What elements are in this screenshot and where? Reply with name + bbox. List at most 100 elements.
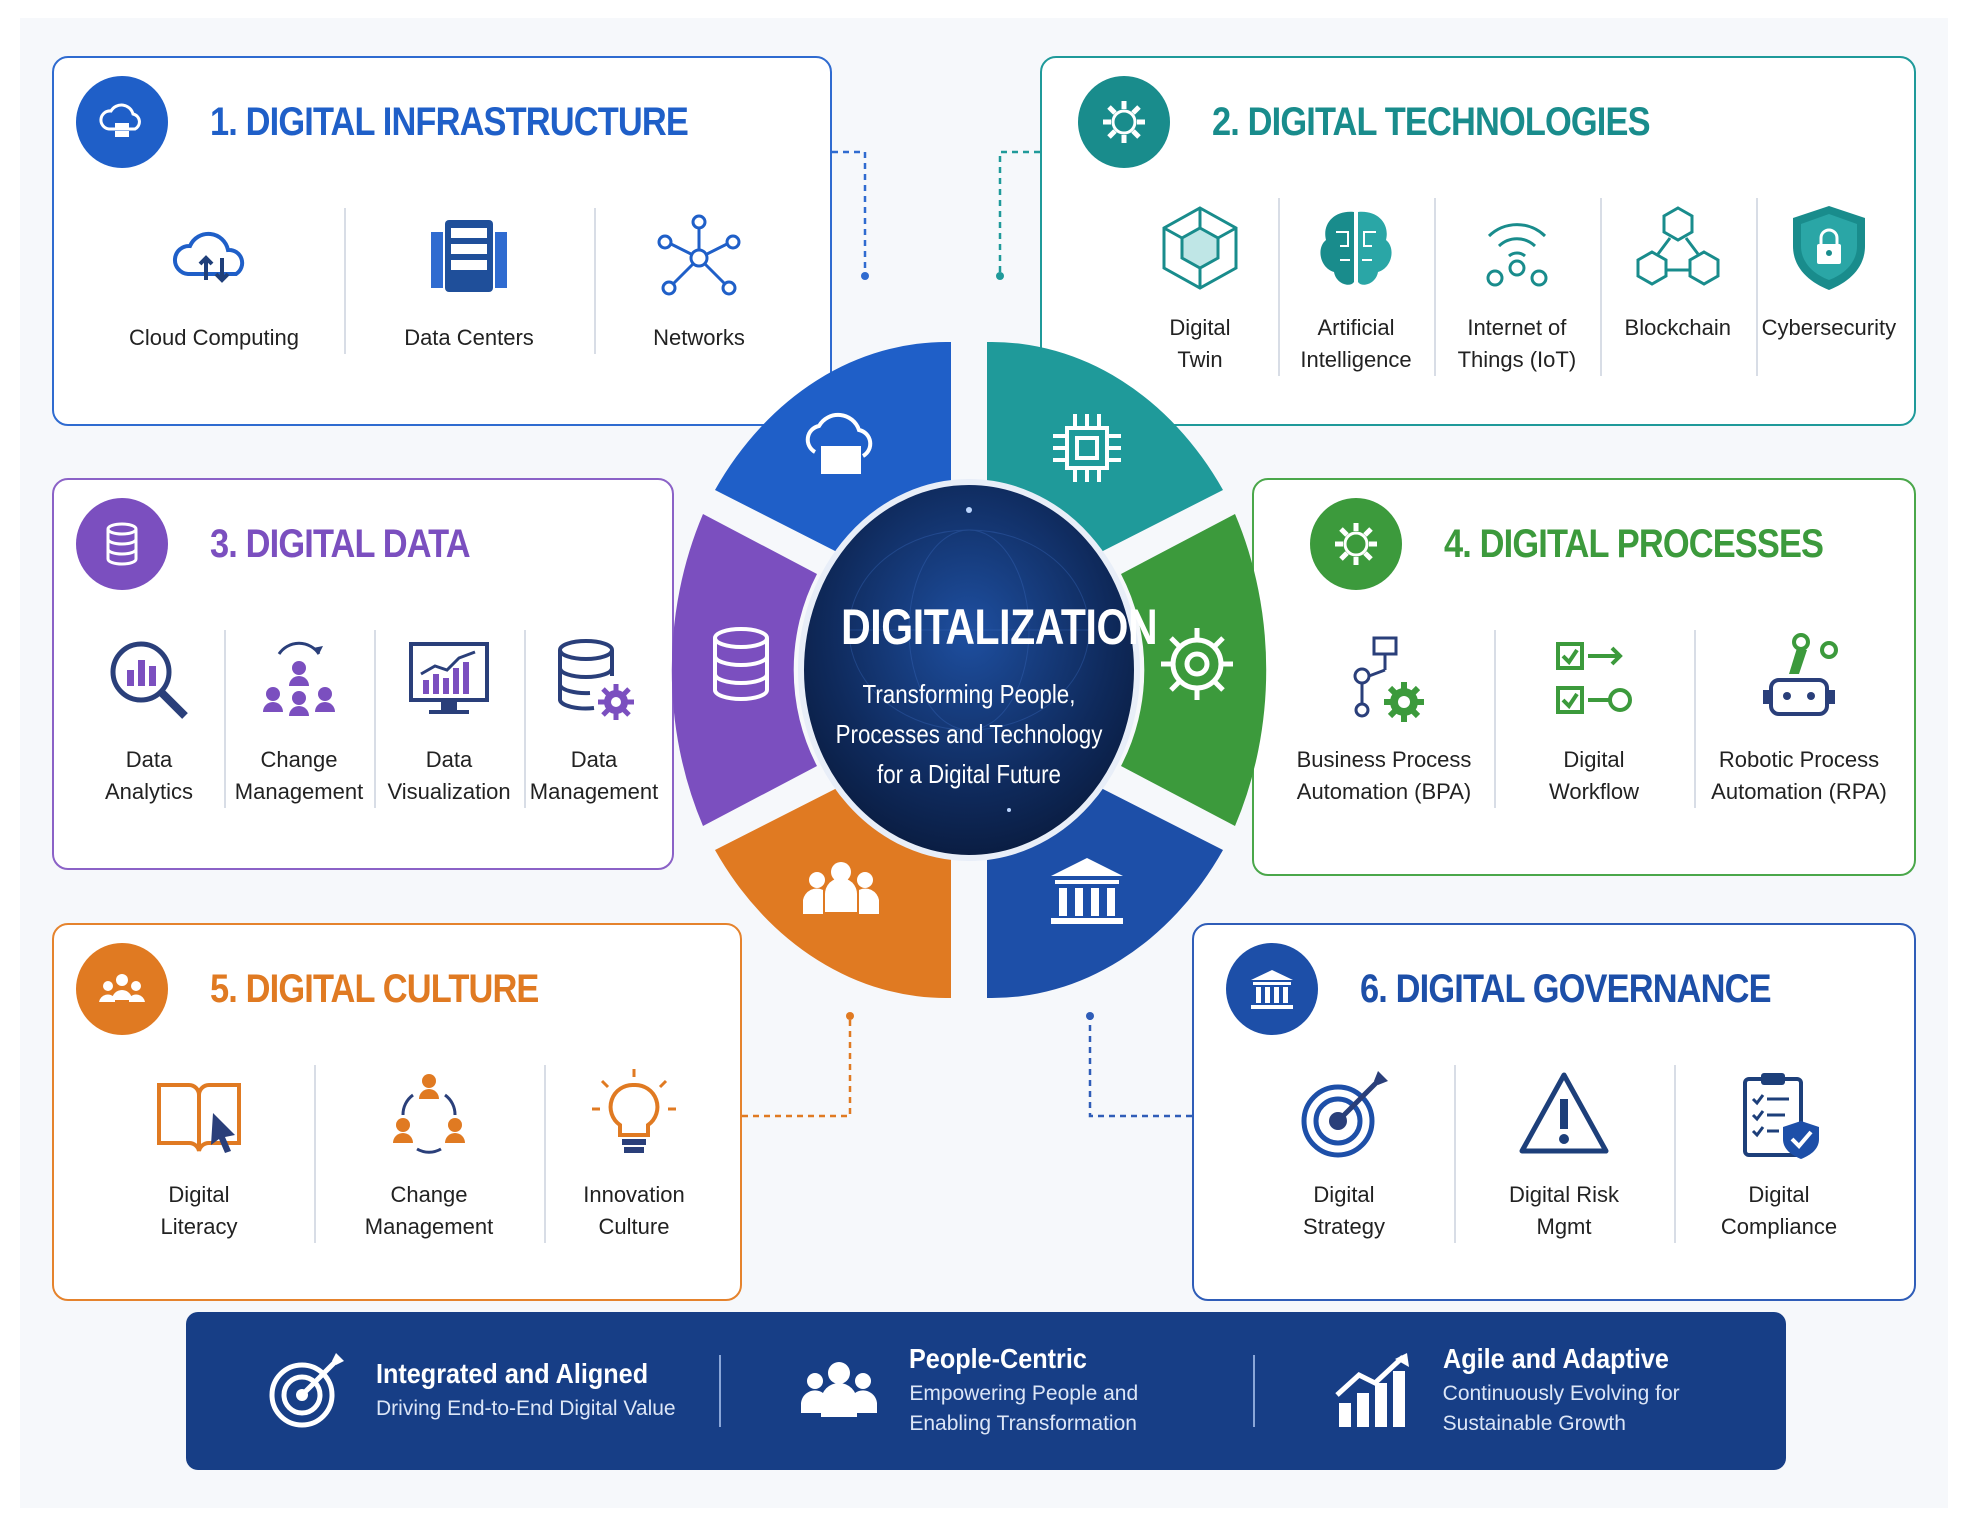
principle-people-centric: People-Centric Empowering People and Ena… <box>719 1343 1252 1439</box>
item-change-management: Change Management <box>224 630 374 808</box>
item-label: Cloud Computing <box>129 325 299 350</box>
iot-wifi-icon <box>1486 223 1548 287</box>
panel-title-governance: 6. DIGITAL GOVERNANCE <box>1360 966 1772 1011</box>
panel-digital-culture: 5. DIGITAL CULTURE Digital Literacy Chan… <box>52 923 742 1301</box>
item-label: Digital Twin <box>1169 315 1231 372</box>
growth-chart-icon <box>1334 1353 1409 1427</box>
item-label: Digital Workflow <box>1548 747 1640 804</box>
item-cloud-computing: Cloud Computing <box>84 208 344 354</box>
principle-agile: Agile and Adaptive Continuously Evolving… <box>1252 1343 1786 1439</box>
panel-title-culture: 5. DIGITAL CULTURE <box>210 966 539 1011</box>
center-text: DIGITALIZATION Transforming People, Proc… <box>813 598 1158 794</box>
item-innovation-culture: Innovation Culture <box>544 1065 724 1243</box>
warning-triangle-icon <box>1519 1072 1609 1154</box>
magnifier-chart-icon <box>110 641 188 719</box>
item-networks: Networks <box>594 208 804 354</box>
item-label: Internet of Things (IoT) <box>1457 315 1577 372</box>
item-digital-literacy: Digital Literacy <box>84 1065 314 1243</box>
government-building-icon <box>1226 943 1318 1035</box>
footer-principles-bar: Integrated and Aligned Driving End-to-En… <box>186 1312 1786 1470</box>
book-cursor-icon <box>157 1083 241 1153</box>
people-icon <box>801 1362 878 1417</box>
chip-icon <box>1053 414 1121 482</box>
network-nodes-icon <box>657 214 741 296</box>
panel-title-technologies: 2. DIGITAL TECHNOLOGIES <box>1212 99 1651 144</box>
team-icon <box>76 943 168 1035</box>
lightbulb-icon <box>592 1069 676 1153</box>
item-blockchain: Blockchain <box>1599 198 1756 376</box>
item-label: Change Management <box>234 747 364 804</box>
workflow-checklist-icon <box>1556 642 1632 714</box>
principle-subtitle: Continuously Evolving for Sustainable Gr… <box>1442 1382 1680 1435</box>
principle-subtitle: Empowering People and Enabling Transform… <box>909 1382 1139 1435</box>
target-arrow-icon <box>1301 1071 1388 1158</box>
item-digital-compliance: Digital Compliance <box>1674 1065 1884 1243</box>
item-digital-risk-mgmt: Digital Risk Mgmt <box>1454 1065 1674 1243</box>
item-iot: Internet of Things (IoT) <box>1434 198 1600 376</box>
item-label: Digital Risk Mgmt <box>1508 1182 1620 1239</box>
gear-icon <box>1310 498 1402 590</box>
item-data-visualization: Data Visualization <box>374 630 524 808</box>
item-label: Robotic Process Automation (RPA) <box>1711 747 1887 804</box>
gear-icon <box>1161 628 1233 700</box>
team-cycle-icon <box>263 641 335 716</box>
digitalization-wheel <box>671 341 1267 999</box>
item-cybersecurity: Cybersecurity <box>1755 198 1902 376</box>
panel-digital-data: 3. DIGITAL DATA Data Analytics Change Ma… <box>52 478 674 870</box>
item-label: Digital Literacy <box>160 1182 238 1239</box>
server-rack-icon <box>431 220 507 292</box>
item-business-process-automation: Business Process Automation (BPA) <box>1274 630 1494 808</box>
gear-icon <box>1078 76 1170 168</box>
center-subtitle: Transforming People, Processes and Techn… <box>835 679 1103 789</box>
center-title: DIGITALIZATION <box>841 599 1158 655</box>
wheel-segment-processes <box>1121 514 1267 826</box>
panel-title-data: 3. DIGITAL DATA <box>210 521 471 566</box>
principle-title: Integrated and Aligned <box>376 1358 649 1389</box>
cube-network-icon <box>1162 206 1238 290</box>
item-data-analytics: Data Analytics <box>74 630 224 808</box>
item-label: Blockchain <box>1624 315 1731 340</box>
item-digital-strategy: Digital Strategy <box>1234 1065 1454 1243</box>
item-label: Digital Strategy <box>1303 1182 1385 1239</box>
panel-title-infrastructure: 1. DIGITAL INFRASTRUCTURE <box>210 99 689 144</box>
people-cycle-icon <box>393 1074 465 1154</box>
robot-arm-icon <box>1763 633 1838 716</box>
panel-digital-technologies: 2. DIGITAL TECHNOLOGIES Digital Twin Art… <box>1040 56 1916 426</box>
panel-digital-processes: 4. DIGITAL PROCESSES Business Process Au… <box>1252 478 1916 876</box>
item-label: Innovation Culture <box>583 1182 685 1239</box>
item-label: Data Management <box>529 747 659 804</box>
item-label: Cybersecurity <box>1761 315 1897 340</box>
item-data-management: Data Management <box>524 630 664 808</box>
item-robotic-process-automation: Robotic Process Automation (RPA) <box>1694 630 1904 808</box>
database-gear-icon <box>558 639 634 720</box>
infographic-canvas: 1. DIGITAL INFRASTRUCTURE Cloud Computin… <box>20 18 1948 1508</box>
item-label: Business Process Automation (BPA) <box>1296 747 1472 804</box>
government-building-icon <box>1051 858 1123 924</box>
blockchain-icon <box>1636 206 1720 286</box>
monitor-chart-icon <box>409 642 489 714</box>
item-label: Artificial Intelligence <box>1300 315 1412 372</box>
item-label: Digital Compliance <box>1720 1182 1838 1239</box>
target-icon <box>269 1353 344 1428</box>
center-disc <box>798 479 1140 861</box>
principle-title: People-Centric <box>909 1343 1088 1374</box>
item-label: Data Analytics <box>104 747 194 804</box>
item-digital-workflow: Digital Workflow <box>1494 630 1694 808</box>
flow-gear-icon <box>1353 636 1424 722</box>
panel-digital-infrastructure: 1. DIGITAL INFRASTRUCTURE Cloud Computin… <box>52 56 832 426</box>
database-icon <box>76 498 168 590</box>
principle-subtitle: Driving End-to-End Digital Value <box>376 1397 676 1420</box>
database-icon <box>713 627 769 701</box>
panel-title-processes: 4. DIGITAL PROCESSES <box>1444 521 1824 566</box>
wheel-segment-data <box>671 514 817 826</box>
cloud-server-icon <box>805 412 873 474</box>
item-label: Change Management <box>364 1182 494 1239</box>
item-change-management: Change Management <box>314 1065 544 1243</box>
item-artificial-intelligence: Artificial Intelligence <box>1278 198 1434 376</box>
brain-icon <box>1320 211 1392 285</box>
panel-digital-governance: 6. DIGITAL GOVERNANCE Digital Strategy D… <box>1192 923 1916 1301</box>
principle-integrated: Integrated and Aligned Driving End-to-En… <box>186 1351 719 1431</box>
principle-title: Agile and Adaptive <box>1442 1343 1669 1374</box>
item-label: Data Visualization <box>387 747 511 804</box>
shield-lock-icon <box>1792 206 1865 290</box>
